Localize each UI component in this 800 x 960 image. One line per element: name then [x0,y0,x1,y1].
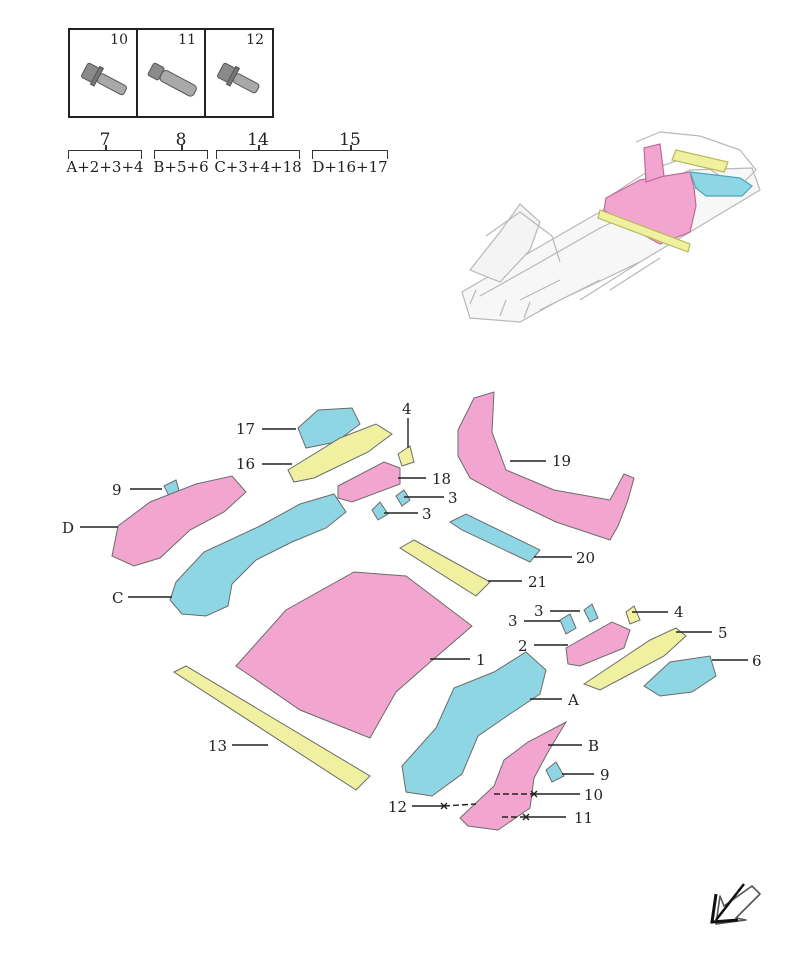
kit-formula: C+3+4+18 [214,158,302,176]
vehicle-overview [461,131,761,323]
kit-8: 8 B+5+6 [152,130,210,175]
bolt-icon [147,62,197,97]
part-4-lower [625,605,641,625]
callout-11: 11 [574,809,593,827]
bolt-icon [217,62,260,94]
part-13 [172,665,371,791]
kit-formula: A+2+3+4 [66,158,144,176]
fastener-table: 10 11 12 [68,28,274,118]
callout-5: 5 [718,624,728,642]
part-1-floor [235,571,473,739]
part-17 [297,407,361,449]
part-16 [287,423,393,483]
callout-9-upper: 9 [112,481,122,499]
fastener-number: 11 [178,32,196,48]
callout-1: 1 [476,651,486,669]
part-20 [449,513,541,563]
callout-4-upper: 4 [402,400,412,418]
fastener-number: 10 [110,32,128,48]
kit-brace [312,145,388,159]
part-2 [565,621,631,667]
kit-14: 14 C+3+4+18 [214,130,302,175]
callout-2: 2 [518,637,528,655]
fastener-cell-10: 10 [70,30,138,116]
callout-3-c: 3 [534,602,544,620]
kit-number: 8 [175,130,187,150]
kit-formula: B+5+6 [153,158,209,176]
part-3-b [371,501,389,521]
part-18 [337,461,401,503]
callout-6: 6 [752,652,762,670]
direction-arrow-icon [710,883,761,925]
callout-10: 10 [584,786,603,804]
fastener-markers [440,790,538,821]
part-B [459,720,568,831]
part-3-d [583,603,599,623]
bolt-icon [81,62,127,96]
kit-15: 15 D+16+17 [310,130,390,175]
callout-C: C [112,589,123,607]
part-A [401,651,547,797]
kit-number: 15 [339,130,361,150]
callout-18: 18 [432,470,451,488]
part-3-a [395,489,411,507]
fastener-cell-11: 11 [138,30,206,116]
part-6 [643,655,717,697]
callout-20: 20 [576,549,595,567]
callout-3-a: 3 [448,489,458,507]
part-C [169,493,347,617]
highlighted-rear-member [689,171,753,197]
part-9-lower [545,761,565,783]
callout-21: 21 [528,573,547,591]
callout-17: 17 [236,420,255,438]
callout-A: A [567,691,579,709]
fastener-number: 12 [246,32,264,48]
callout-19: 19 [552,452,571,470]
kit-formula: D+16+17 [312,158,388,176]
callout-9-lower: 9 [600,766,610,784]
callout-4-lower: 4 [674,603,684,621]
part-5 [582,627,687,691]
callout-3-b: 3 [422,505,432,523]
part-4-upper [397,445,415,467]
kit-number: 14 [247,130,269,150]
part-D [111,475,247,567]
part-21 [399,539,491,597]
callout-13: 13 [208,737,227,755]
callout-D: D [62,519,74,537]
kit-brace [154,145,208,159]
callout-12: 12 [388,798,407,816]
callout-B: B [588,737,599,755]
kit-brace [68,145,142,159]
leader-lines [80,418,748,818]
kit-number: 7 [99,130,111,150]
callout-3-d: 3 [508,612,518,630]
highlighted-crossmember [597,209,691,253]
fastener-cell-12: 12 [206,30,272,116]
part-19 [457,391,635,541]
kit-brace [216,145,300,159]
callout-16: 16 [236,455,255,473]
kit-7: 7 A+2+3+4 [66,130,144,175]
part-3-c [559,613,577,635]
